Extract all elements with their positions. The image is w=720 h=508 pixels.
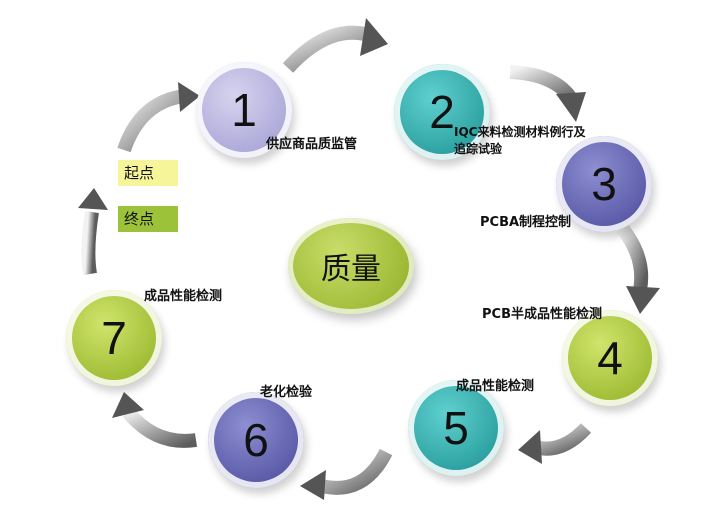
arrow-3-to-4-head (626, 286, 660, 314)
arrow-start-to-1-head (178, 82, 200, 112)
center-quality-circle: 质量 (288, 218, 414, 314)
end-tag: 终点 (118, 206, 178, 232)
arrow-5-to-6 (320, 448, 393, 495)
start-tag: 起点 (118, 160, 178, 186)
step-1-label: 供应商品质监管 (266, 137, 358, 152)
step-7-number: 7 (101, 312, 127, 364)
step-1-number: 1 (231, 84, 257, 136)
arrow-4-to-5-head (518, 430, 542, 464)
step-5-number: 5 (443, 402, 469, 454)
arrow-2-to-3-head (556, 92, 586, 122)
arrow-6-to-7-head (112, 392, 144, 418)
step-6-circle: 6 (208, 392, 304, 488)
step-3-number: 3 (591, 158, 617, 210)
step-7-label: 成品性能检测 (144, 289, 223, 304)
arrow-7-to-end-head (78, 188, 108, 210)
arrow-3-to-4 (616, 223, 649, 292)
step-5-circle: 5 (408, 380, 504, 476)
step-6-label: 老化检验 (260, 385, 313, 400)
step-4-number: 4 (597, 332, 623, 384)
arrow-start-to-1 (117, 89, 186, 153)
step-4-circle: 4 (562, 310, 658, 406)
center-label: 质量 (321, 252, 381, 287)
step-3-circle: 3 (556, 136, 652, 232)
step-2-label: IQC来料检测材料例行及追踪试验 (454, 125, 586, 156)
step-7-circle: 7 (66, 290, 162, 386)
step-5-label: 成品性能检测 (456, 379, 535, 394)
arrow-5-to-6-head (300, 470, 326, 500)
step-1-circle: 1 (196, 62, 292, 158)
arrow-6-to-7 (122, 407, 198, 448)
arrow-7-to-end (81, 210, 99, 276)
step-6-number: 6 (243, 414, 269, 466)
step-2-number: 2 (429, 86, 455, 138)
arrow-1-to-2 (282, 25, 375, 73)
step-3-label: PCBA制程控制 (480, 215, 572, 230)
step-4-label: PCB半成品性能检测 (482, 307, 602, 322)
step-2-circle: 2 (394, 64, 490, 160)
arrow-1-to-2-head (360, 18, 388, 56)
